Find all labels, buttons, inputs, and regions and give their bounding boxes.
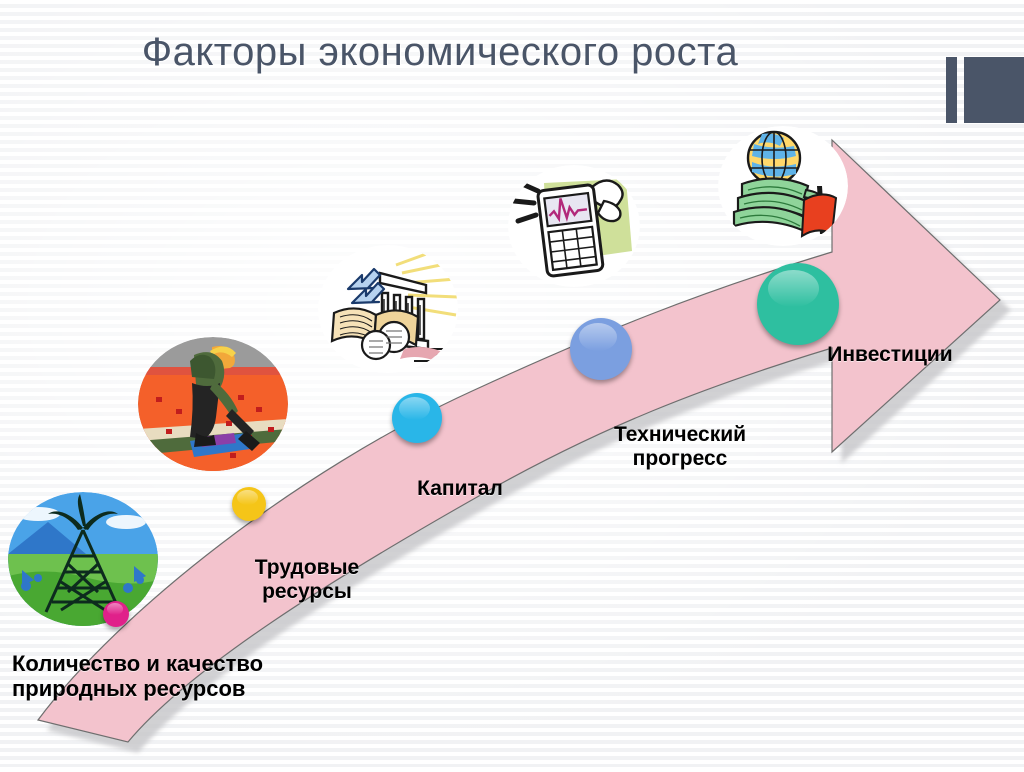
corner-decoration [946, 57, 1024, 123]
dot-gloss [768, 269, 820, 308]
step-dot-technical-progress [570, 318, 632, 380]
dot-gloss [399, 397, 430, 420]
bank-building-icon [318, 245, 458, 373]
step-label-technical-progress: Технический прогресс [574, 423, 786, 470]
wide-accent-bar [964, 57, 1024, 123]
page-title: Факторы экономического роста [141, 30, 739, 74]
step-dot-capital [392, 393, 442, 443]
dot-gloss [106, 603, 123, 616]
dot-gloss [578, 322, 618, 352]
step-label-capital: Капитал [380, 477, 540, 501]
label-line-2: прогресс [632, 446, 728, 470]
label-line-2: ресурсы [262, 579, 352, 603]
worker-icon [138, 337, 288, 471]
step-dot-labor-resources [232, 487, 266, 521]
label-line-1: Количество и качество [12, 651, 264, 676]
thin-accent-bar [946, 57, 957, 123]
oil-derrick-icon [8, 492, 158, 626]
step-label-labor-resources: Трудовые ресурсы [212, 556, 402, 603]
label-line-1: Технический [613, 423, 747, 446]
label-line-2: природных ресурсов [12, 675, 246, 701]
calculator-device-icon [508, 165, 640, 287]
label-line-1: Капитал [417, 477, 503, 500]
money-globe-icon [718, 126, 848, 246]
step-dot-investments [757, 263, 839, 345]
step-label-investments: Инвестиции [790, 343, 990, 367]
dot-gloss [236, 489, 258, 506]
step-label-natural-resources: Количество и качество природных ресурсов [12, 651, 372, 701]
label-line-1: Инвестиции [827, 343, 953, 366]
step-dot-natural-resources [103, 601, 129, 627]
label-line-1: Трудовые [254, 556, 360, 579]
